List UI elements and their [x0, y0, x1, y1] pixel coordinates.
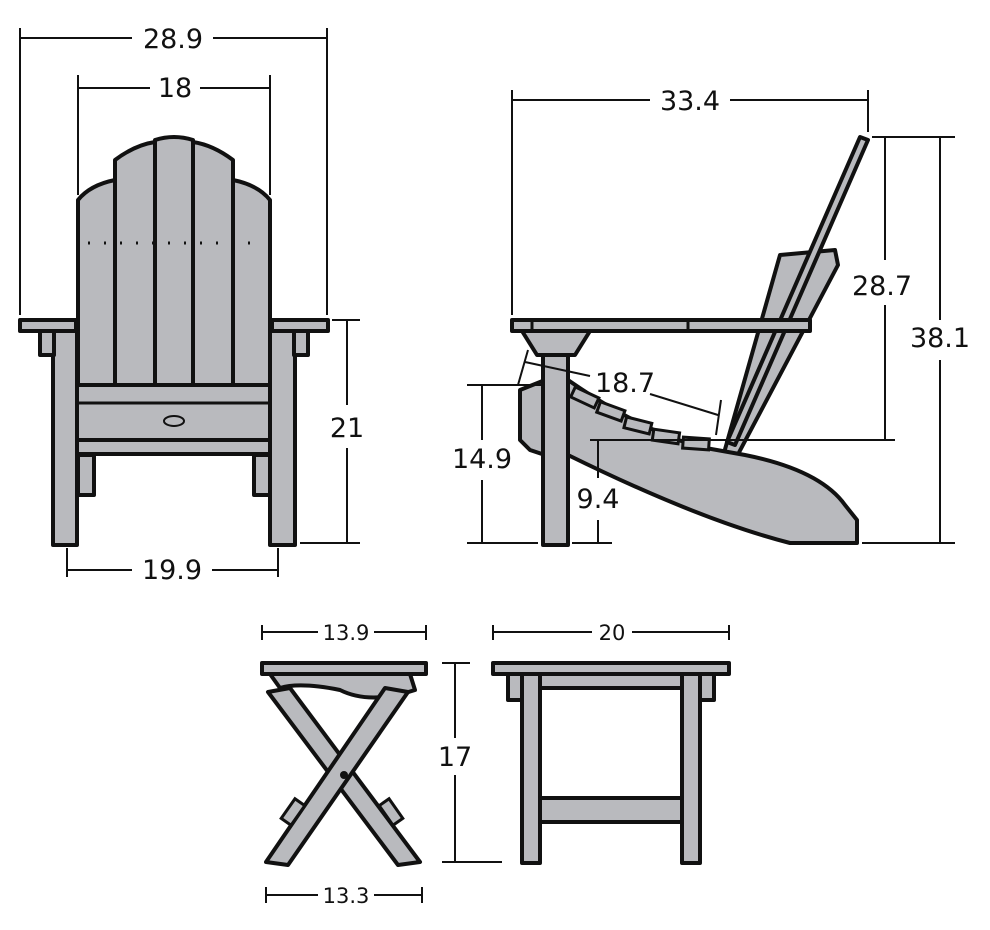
table-front-dimensions: 20	[492, 621, 730, 645]
armrest-left	[18, 318, 78, 333]
back-slat	[76, 178, 117, 387]
table-top	[260, 661, 428, 676]
chair-front-view	[18, 135, 330, 547]
table-top	[491, 661, 731, 676]
back-slat	[231, 178, 272, 387]
arm-bracket	[292, 329, 310, 357]
back-slat	[113, 140, 157, 387]
front-dimensions: 28.9 18 21 19.9	[19, 24, 364, 586]
table-side-view	[260, 661, 428, 867]
table-leg	[680, 672, 702, 865]
table-x-leg	[264, 686, 410, 867]
dim-back-width: 18	[158, 73, 192, 104]
rear-leg	[252, 453, 272, 497]
chair-side-view	[510, 135, 870, 547]
pivot-bolt	[340, 771, 348, 779]
front-leg-right	[268, 329, 297, 547]
back-slat	[191, 140, 235, 387]
dim-overall-height: 38.1	[910, 323, 970, 354]
dim-table-top-depth: 13.9	[323, 621, 370, 645]
dim-arm-height: 21	[330, 413, 364, 444]
arm-bracket	[38, 329, 56, 357]
dim-leg-span: 19.9	[142, 555, 202, 586]
seat-bottom	[68, 438, 280, 456]
dim-table-width: 20	[599, 621, 626, 645]
back-slat	[153, 135, 195, 387]
armrest-right	[270, 318, 330, 333]
table-leg	[520, 672, 542, 865]
dim-depth: 33.4	[660, 86, 720, 117]
seat-front-edge	[518, 378, 547, 457]
side-dimensions: 33.4 28.7 38.1 14.9 9.4 18.7	[452, 86, 970, 544]
dim-overall-width: 28.9	[143, 24, 203, 55]
rear-leg	[76, 453, 96, 497]
armrest	[510, 318, 812, 333]
table-stretcher	[538, 796, 684, 824]
dim-table-base-depth: 13.3	[323, 884, 370, 908]
arm-bracket	[520, 329, 592, 357]
table-front-view	[491, 661, 731, 865]
dim-back-height: 28.7	[852, 271, 912, 302]
front-leg-left	[51, 329, 79, 547]
dim-seat-front-height: 14.9	[452, 444, 512, 475]
dim-seat-depth: 18.7	[595, 368, 655, 399]
table-side-dimensions: 13.9 13.3 17	[261, 621, 502, 908]
back-slat-side	[725, 135, 870, 447]
front-leg	[541, 353, 570, 547]
dim-table-height: 17	[438, 742, 472, 773]
logo-badge	[163, 415, 185, 427]
dim-seat-rear-height: 9.4	[577, 484, 620, 515]
table-apron	[538, 672, 684, 690]
